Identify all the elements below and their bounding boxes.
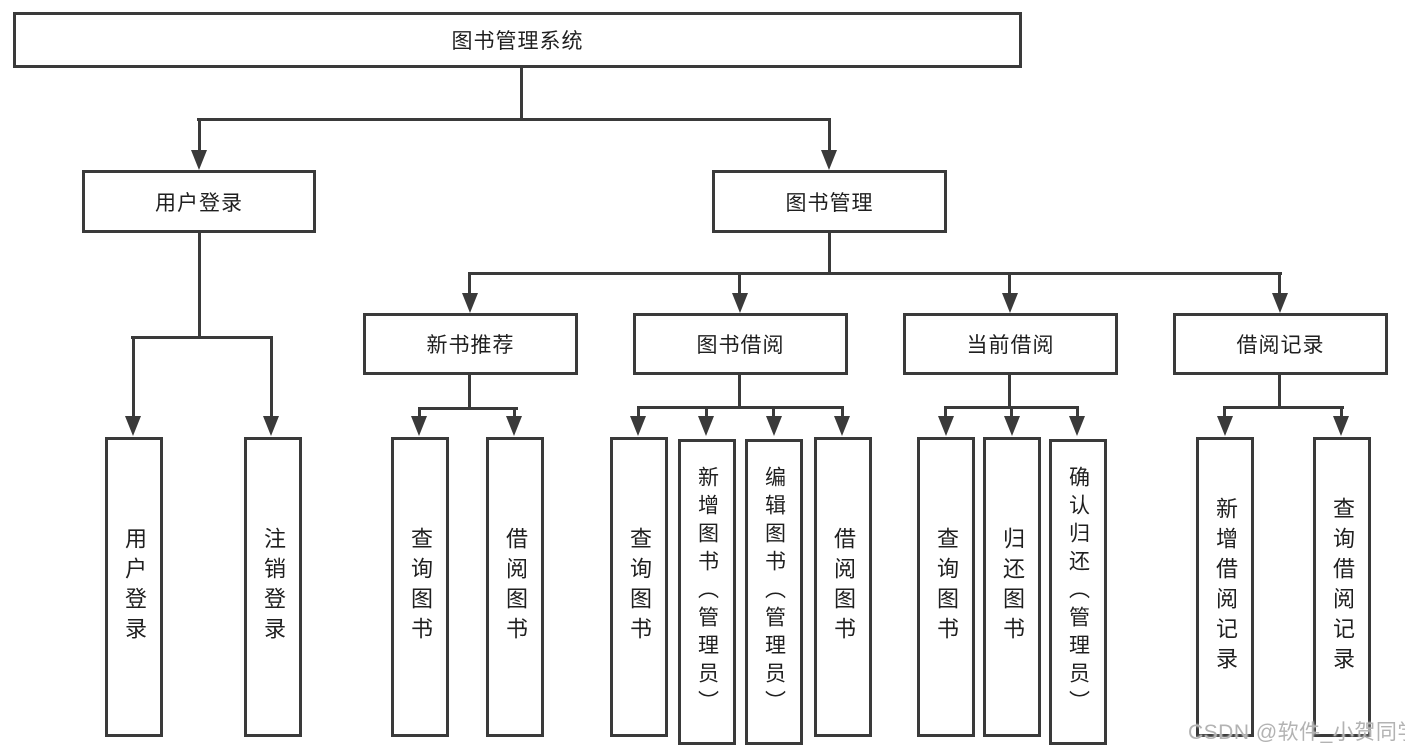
connector [520,68,523,118]
connector [738,375,741,406]
connector [132,336,135,418]
connector [705,406,708,418]
node-borrowing-records: 借阅记录 [1173,313,1388,375]
connector [1008,375,1011,406]
watermark: CSDN @软件_小贺同学 [1188,721,1405,744]
connector [841,406,844,418]
leaf-label: 查询借阅记录 [1330,497,1355,677]
arrowhead [834,416,850,436]
connector [828,233,831,272]
leaf-confirm-return-admin: 确认归还（管理员） [1049,439,1107,745]
arrowhead [821,150,837,170]
leaf-label: 借阅图书 [503,527,528,647]
arrowhead [630,416,646,436]
node-book-management: 图书管理 [712,170,947,233]
connector [1076,406,1079,418]
arrowhead [1069,416,1085,436]
leaf-query-borrow-record: 查询借阅记录 [1313,437,1371,737]
arrowhead [506,416,522,436]
arrowhead [732,293,748,313]
arrowhead [1002,293,1018,313]
leaf-logout: 注销登录 [244,437,302,737]
connector [131,336,273,339]
node-current-borrowing: 当前借阅 [903,313,1118,375]
leaf-query-books-recommend: 查询图书 [391,437,449,737]
leaf-label: 编辑图书（管理员） [762,466,786,718]
arrowhead [462,293,478,313]
arrowhead [411,416,427,436]
node-label: 图书管理 [785,191,874,215]
connector [828,118,831,152]
leaf-label: 查询图书 [627,527,652,647]
node-new-book-recommend: 新书推荐 [363,313,578,375]
connector [637,406,844,409]
leaf-edit-books-admin: 编辑图书（管理员） [745,439,803,745]
arrowhead [1272,293,1288,313]
arrowhead [125,416,141,436]
leaf-label: 确认归还（管理员） [1066,466,1090,718]
leaf-user-login: 用户登录 [105,437,163,737]
node-book-borrowing: 图书借阅 [633,313,848,375]
leaf-label: 用户登录 [122,527,147,647]
connector [944,406,947,418]
leaf-label: 借阅图书 [831,527,856,647]
node-label: 用户登录 [155,191,243,215]
node-label: 当前借阅 [966,334,1055,357]
connector [772,406,775,418]
node-label: 图书管理系统 [451,30,584,53]
leaf-label: 新增图书（管理员） [695,466,719,718]
leaf-label: 新增借阅记录 [1213,497,1238,677]
connector [1278,375,1281,406]
connector [198,118,201,152]
connector [1008,272,1011,295]
connector [468,272,1282,275]
arrowhead [1004,416,1020,436]
connector [198,233,201,336]
connector [197,118,831,121]
connector [513,407,516,418]
connector [637,406,640,418]
leaf-query-books-current: 查询图书 [917,437,975,737]
connector [468,375,471,407]
connector [1010,406,1013,418]
leaf-label: 归还图书 [1000,527,1025,647]
connector [1223,406,1226,418]
node-label: 借阅记录 [1236,334,1325,357]
connector [1278,272,1281,295]
connector [418,407,421,418]
leaf-return-books: 归还图书 [983,437,1041,737]
connector [418,407,518,410]
leaf-borrow-books-borrowing: 借阅图书 [814,437,872,737]
connector [270,336,273,418]
arrowhead [938,416,954,436]
node-label: 图书借阅 [696,334,785,357]
node-user-login: 用户登录 [82,170,316,233]
leaf-borrow-books-recommend: 借阅图书 [486,437,544,737]
arrowhead [191,150,207,170]
arrowhead [766,416,782,436]
leaf-label: 查询图书 [934,527,959,647]
connector [738,272,741,295]
connector [468,272,471,295]
leaf-label: 注销登录 [261,527,286,647]
leaf-label: 查询图书 [408,527,433,647]
connector [1223,406,1344,409]
leaf-query-books-borrowing: 查询图书 [610,437,668,737]
leaf-add-books-admin: 新增图书（管理员） [678,439,736,745]
arrowhead [263,416,279,436]
arrowhead [1217,416,1233,436]
leaf-add-borrow-record: 新增借阅记录 [1196,437,1254,737]
connector [1340,406,1343,418]
node-label: 新书推荐 [426,334,515,357]
arrowhead [698,416,714,436]
arrowhead [1333,416,1349,436]
node-library-system: 图书管理系统 [13,12,1022,68]
